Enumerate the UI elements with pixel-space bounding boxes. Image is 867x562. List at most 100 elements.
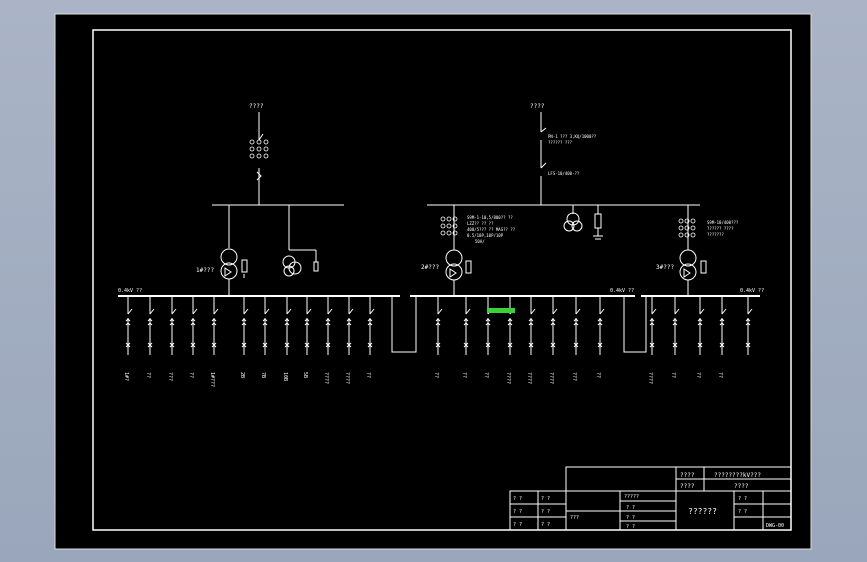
t3-spec: S9M-10/400??? ?????? ???? ???????: [707, 220, 739, 237]
feeder: [719, 296, 727, 355]
title-row1-right: ????????kV???: [714, 472, 761, 479]
t3-spec-line-1: S9M-10/400???: [707, 220, 739, 225]
feeder-label: ??: [695, 372, 701, 378]
t3-ct-stack: [678, 218, 696, 238]
transformer-t2: [445, 205, 472, 296]
title-row1-left: ????: [680, 472, 695, 479]
title-row2-left: ????: [680, 483, 695, 490]
mid-cell-4: ???: [570, 515, 579, 521]
feeder-label: ??: [717, 372, 723, 378]
mid-cell-3: ? ?: [626, 515, 635, 521]
feeder: [367, 296, 375, 355]
title-block: [509, 466, 792, 531]
feeder: [147, 296, 155, 355]
feeder: [697, 296, 705, 355]
right-switch-label: LFS-10/400-??: [548, 171, 580, 176]
bus-1-label: 0.4kV ??: [118, 288, 142, 294]
feeder-label: 1#?: [123, 372, 129, 381]
feeder: [284, 296, 292, 355]
feeder-label: ??: [433, 372, 439, 378]
mid-cell-2: ? ?: [626, 505, 635, 511]
feeder-label: 2B: [239, 372, 245, 378]
feeder: [346, 296, 354, 355]
feeder-label: ??: [365, 372, 371, 378]
transformer-t3: [679, 205, 707, 296]
feeder: [435, 296, 443, 355]
t2-spec-line-5: 50A/: [475, 239, 485, 244]
feeder: [672, 296, 680, 355]
feeder-label: 7B: [260, 372, 266, 378]
feeder-label: ??: [145, 372, 151, 378]
paper: [54, 13, 812, 550]
feeder-label: ????: [323, 372, 329, 384]
t3-spec-line-2: ?????? ????: [707, 226, 734, 231]
feeder: [528, 296, 536, 355]
feeder-label: ??: [670, 372, 676, 378]
cell-5: ? ?: [513, 522, 522, 528]
feeder: [573, 296, 581, 355]
feeder-label: ????: [548, 372, 554, 384]
mid-cell-5: ? ?: [626, 524, 635, 530]
feeder-label: ??: [188, 372, 194, 378]
feeder: [550, 296, 558, 355]
transformer-t1: [220, 205, 248, 296]
t2-spec: S9M-1-10,5/800?? ?? LZZ?? ?? ?? 400/5???…: [467, 215, 516, 244]
cell-1: ? ?: [513, 496, 522, 502]
cell-4: ? ?: [541, 509, 550, 515]
feeder: [211, 296, 219, 355]
feeder: [125, 296, 133, 355]
transformer-t1-label: 1#???: [196, 267, 214, 274]
transformer-t3-label: 3#???: [656, 264, 674, 271]
feeder-label: 10B: [282, 372, 288, 381]
feeder: [597, 296, 605, 355]
feeder-label: ??: [483, 372, 489, 378]
t2-spec-line-4: 0.5/10P,10P/10P: [467, 233, 504, 238]
t3-spec-line-3: ???????: [707, 232, 724, 237]
feeder-label: ???: [167, 372, 173, 381]
feeder: [169, 296, 177, 355]
drawing-name: ??????: [688, 507, 717, 516]
cell-3: ? ?: [513, 509, 522, 515]
feeder: [485, 296, 493, 355]
feeder-label: ??: [461, 372, 467, 378]
bus-tie-links: [391, 296, 647, 353]
selection-highlight: [487, 308, 515, 313]
right-incoming-line: [540, 112, 547, 205]
feeder: [325, 296, 333, 355]
t2-spec-line-3: 400/5??? ?? MAS?? ??: [467, 227, 516, 232]
t2-ct-stack: [440, 216, 458, 236]
feeder-label: ????: [505, 372, 511, 384]
feeder-label: ??: [595, 372, 601, 378]
feeder-label: ????: [344, 372, 350, 384]
right-device-label-1: PN-1 ??? 3,KQ/1000??: [548, 134, 597, 139]
feeder: [745, 296, 753, 355]
drawing-frame: [92, 29, 792, 531]
left-source-label: ????: [249, 103, 264, 110]
feeder-group: 1#???????? 1#??? 2B 7B 10B 5B????????????????…: [123, 296, 753, 387]
t2-spec-line-1: S9M-1-10,5/800?? ??: [467, 215, 513, 220]
feeder-label: 1#???: [209, 372, 215, 387]
feeder: [649, 296, 657, 355]
transformer-t2-label: 2#???: [421, 264, 439, 271]
drawing-number: DWG-00: [766, 523, 784, 529]
cell-6: ? ?: [541, 522, 550, 528]
cell-7: ? ?: [738, 496, 747, 502]
cell-8: ? ?: [738, 509, 747, 515]
feeder-label: ????: [526, 372, 532, 384]
title-cells-left: ? ? ? ? ? ? ? ? ? ? ? ? ? ? ? ?: [513, 496, 747, 528]
left-incoming-line: [256, 112, 264, 205]
t2-spec-line-2: LZZ?? ?? ??: [467, 221, 494, 226]
title-cells-mid: ????? ? ? ? ? ??? ? ?: [570, 494, 639, 530]
title-row2-right: ????: [734, 483, 749, 490]
mid-cell-1: ?????: [624, 494, 639, 500]
left-ct-stack: [249, 139, 269, 159]
feeder-label: 5B: [302, 372, 308, 378]
cell-2: ? ?: [541, 496, 550, 502]
feeder: [241, 296, 249, 355]
feeder-label: ???: [571, 372, 577, 381]
feeder: [190, 296, 198, 355]
bus-3-label: 0.4kV ??: [740, 288, 764, 294]
feeder: [262, 296, 270, 355]
left-aux-pt: [282, 205, 319, 277]
